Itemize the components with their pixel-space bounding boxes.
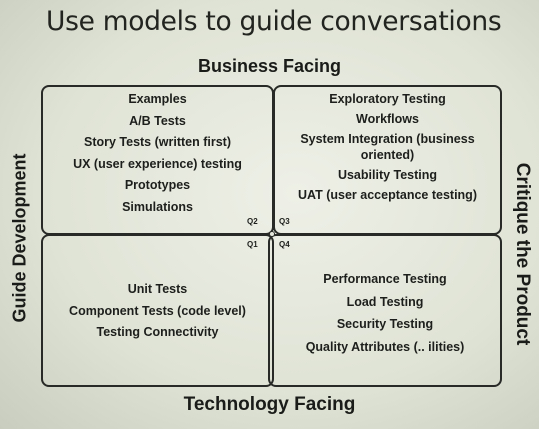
- axis-label-guide-development: Guide Development: [9, 153, 30, 323]
- list-item: Security Testing: [336, 317, 434, 331]
- list-item: Examples: [128, 92, 187, 106]
- quadrant-q4: Performance Testing Load Testing Securit…: [268, 234, 502, 387]
- quadrant-q2-list: Examples A/B Tests Story Tests (written …: [43, 89, 272, 218]
- axis-label-business-facing: Business Facing: [197, 56, 342, 76]
- list-item: Prototypes: [124, 178, 191, 192]
- quadrant-label-q2: Q2: [247, 217, 258, 226]
- quadrant-q4-list: Performance Testing Load Testing Securit…: [270, 268, 500, 358]
- quadrant-label-q4: Q4: [279, 240, 290, 249]
- list-item: Workflows: [356, 112, 419, 126]
- quadrant-q1: Unit Tests Component Tests (code level) …: [41, 234, 274, 387]
- list-item: Usability Testing: [337, 168, 438, 182]
- list-item: Exploratory Testing: [329, 92, 446, 106]
- list-item: A/B Tests: [129, 113, 186, 128]
- list-item: Performance Testing: [323, 272, 447, 286]
- list-item: System Integration (business oriented): [300, 132, 475, 162]
- quadrant-label-q1: Q1: [247, 240, 258, 249]
- slide-title: Use models to guide conversations: [46, 6, 502, 37]
- list-item: UX (user experience) testing: [73, 156, 242, 171]
- list-item: Load Testing: [346, 294, 424, 309]
- list-item: Quality Attributes (.. ilities): [305, 339, 465, 354]
- list-item: Story Tests (written first): [83, 135, 231, 149]
- list-item: Component Tests (code level): [69, 303, 246, 318]
- quadrant-q2: Examples A/B Tests Story Tests (written …: [41, 85, 274, 235]
- quadrant-label-q3: Q3: [279, 217, 290, 226]
- axis-label-critique-the-product: Critique the Product: [512, 162, 533, 346]
- axis-label-technology-facing: Technology Facing: [183, 394, 356, 415]
- list-item: Unit Tests: [127, 282, 188, 296]
- list-item: Testing Connectivity: [96, 325, 219, 339]
- list-item: Simulations: [122, 199, 193, 214]
- quadrant-q1-list: Unit Tests Component Tests (code level) …: [43, 279, 272, 344]
- quadrant-q3: Exploratory Testing Workflows System Int…: [273, 85, 502, 235]
- quadrant-q3-list: Exploratory Testing Workflows System Int…: [275, 89, 500, 205]
- center-junction-dot: [269, 231, 275, 237]
- list-item: UAT (user acceptance testing): [298, 188, 477, 202]
